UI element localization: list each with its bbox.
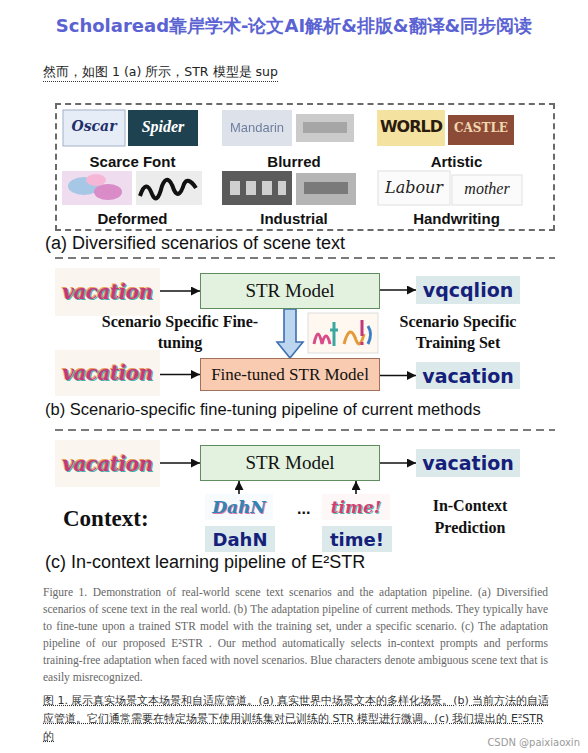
industrial-mark [278, 181, 286, 195]
dashed-separator [55, 257, 555, 259]
flow-arrow [160, 374, 200, 376]
watermark: CSDN @paixiaoxin [440, 737, 580, 748]
image-word: mother [452, 180, 522, 198]
input-image: vacation [55, 268, 160, 316]
app-header: Scholaread靠岸学术-论文AI解析&排版&翻译&同步阅读 [0, 14, 588, 38]
scene-image [63, 110, 125, 146]
blurred-mark [303, 122, 347, 133]
industrial-mark [262, 181, 272, 195]
scene-image [378, 171, 450, 205]
flow-arrow [160, 290, 200, 292]
context-label-box: DahN [205, 526, 275, 552]
node-label: DahN [213, 529, 268, 550]
node-label: Scarce Font [90, 153, 176, 171]
text-excerpt: 然而，如图 1 (a) 所示，STR 模型是 sup [43, 64, 278, 82]
flow-arrow [380, 462, 416, 464]
node-label: Deformed [97, 210, 167, 228]
node-label: time! [330, 529, 384, 550]
ellipsis: ... [297, 500, 310, 518]
scenario-tile: Industrial [219, 168, 369, 228]
node-label: time! [331, 497, 382, 517]
prediction-box: vacation [416, 449, 520, 477]
flow-arrow [355, 481, 357, 494]
panel-caption: (c) In-context learning pipeline of E²ST… [45, 552, 365, 573]
scenario-tile: Handwriting [379, 168, 534, 228]
scene-image [128, 110, 198, 146]
node-label: vacation [62, 280, 152, 304]
deformed-mark [86, 174, 106, 186]
dashed-separator [55, 429, 555, 431]
translated-caption: 图 1. 展示真实场景文本场景和自适应管道。(a) 真实世界中场景文本的多样化场… [43, 692, 553, 746]
context-image: DahN [205, 494, 273, 520]
input-image: vacation [55, 440, 160, 487]
fine-tuning-arrow [277, 309, 303, 358]
node-label: STR Model [245, 452, 334, 474]
model-box: STR Model [200, 445, 380, 481]
panel-caption: (b) Scenario-specific fine-tuning pipeli… [45, 400, 481, 419]
industrial-mark [304, 182, 348, 194]
node-label: Blurred [267, 153, 320, 171]
node-label: Fine-tuned STR Model [211, 365, 369, 385]
scenario-tile: Blurred [219, 109, 369, 171]
panel-caption: (a) Diversified scenarios of scene text [45, 233, 565, 254]
model-box: STR Model [200, 273, 380, 309]
context-image: time! [322, 494, 390, 520]
flow-arrow [380, 289, 416, 291]
node-label: vacation [422, 365, 513, 387]
training-set-image [308, 313, 378, 353]
node-label: vqcqlion [423, 279, 513, 301]
deformed-mark [94, 184, 122, 200]
step-label: Scenario Specific Training Set [383, 311, 533, 353]
node-label: vacation [62, 361, 152, 385]
scene-image [222, 171, 292, 205]
scene-image [136, 171, 202, 205]
image-word: CASTLE [448, 121, 514, 135]
input-image: vacation [55, 350, 160, 396]
training-glyph [330, 322, 338, 346]
node-label: vacation [62, 452, 152, 476]
node-label: vacation [422, 452, 513, 474]
scene-image [296, 173, 356, 205]
scene-image [62, 171, 132, 205]
deformed-mark [140, 180, 196, 199]
flow-arrow [160, 462, 200, 464]
figure-caption: Figure 1. Demonstration of real-world sc… [43, 584, 548, 686]
fine-tuned-model-box: Fine-tuned STR Model [200, 358, 380, 391]
training-glyph [361, 320, 364, 345]
prediction-box: vqcqlion [416, 276, 520, 304]
image-word: WORLD [377, 117, 445, 136]
image-word: Mandarin [222, 120, 292, 135]
scene-image [448, 115, 514, 145]
image-word: Labour [378, 178, 450, 197]
step-label: Scenario Specific Fine-tuning [100, 311, 260, 353]
industrial-mark [230, 181, 240, 195]
training-glyph [314, 334, 330, 344]
image-word: Spider [128, 118, 198, 136]
node-label: DahN [212, 497, 266, 517]
scene-image [377, 110, 445, 146]
scene-image [296, 114, 354, 142]
flow-arrow [380, 375, 416, 377]
prediction-box: vacation [416, 362, 520, 389]
training-glyph [368, 326, 371, 344]
scene-image [452, 175, 522, 205]
step-label: In-Context Prediction [400, 495, 540, 539]
node-label: Artistic [431, 153, 483, 171]
scene-image [222, 110, 292, 146]
node-label: STR Model [245, 280, 334, 302]
context-label-box: time! [322, 526, 392, 552]
node-label: Handwriting [413, 210, 500, 228]
scenario-tile: Deformed [60, 168, 205, 228]
node-label: Industrial [260, 210, 328, 228]
flow-arrow [238, 481, 240, 494]
image-word: Oscar [63, 118, 125, 134]
industrial-mark [246, 181, 256, 195]
context-heading: Context: [63, 506, 149, 532]
